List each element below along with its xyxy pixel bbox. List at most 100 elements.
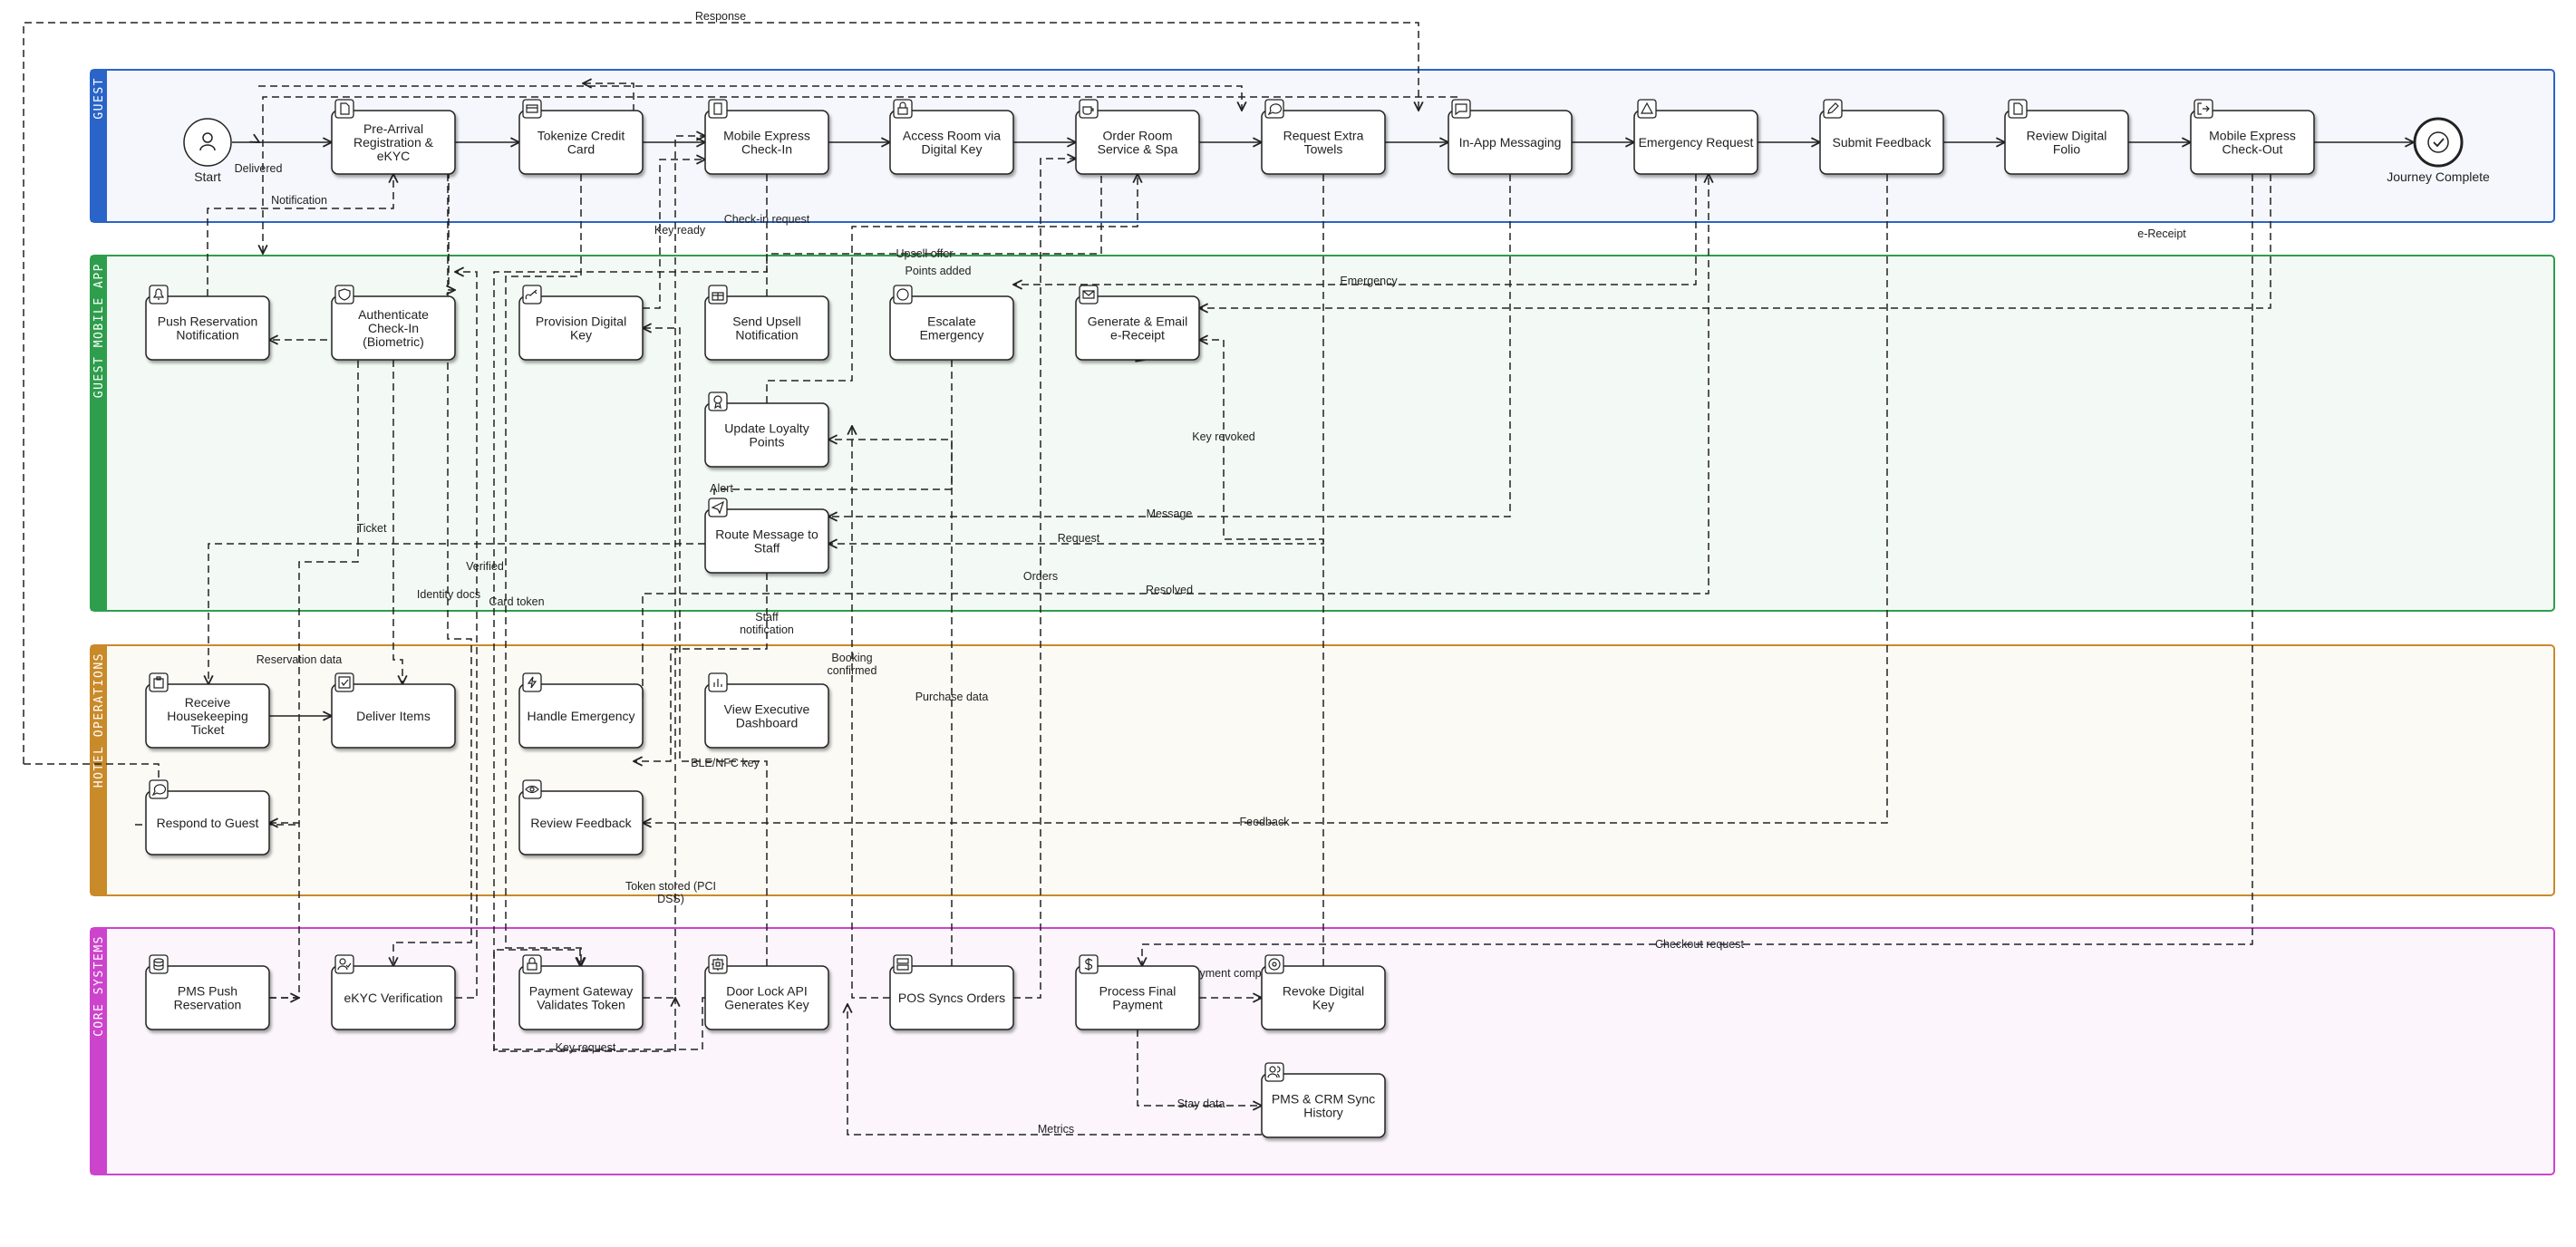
edge-label: Metrics	[1038, 1123, 1074, 1136]
task-label: Notification	[176, 328, 238, 343]
edge: Ticket	[208, 522, 705, 684]
task-label: Mobile Express	[723, 129, 810, 143]
task-label: Check-Out	[2223, 142, 2283, 157]
edge-label: confirmed	[828, 664, 877, 677]
task-label: Housekeeping	[167, 709, 248, 723]
task-label: Notification	[735, 328, 798, 343]
task-label: PMS Push	[178, 984, 237, 999]
edge: Emergency	[1013, 174, 1697, 287]
circle-icon	[893, 285, 913, 304]
event-label: Start	[194, 169, 221, 184]
task-label: Card	[567, 142, 595, 157]
event-start: Start	[183, 118, 232, 184]
task-label: Key	[1312, 998, 1334, 1012]
mail-icon	[1079, 285, 1099, 304]
edge: BLE/NFC key	[643, 328, 768, 966]
user-icon	[199, 132, 216, 151]
event-end: Journey Complete	[2387, 117, 2490, 184]
edge-label: Identity docs	[417, 588, 480, 601]
task-label: Digital Key	[922, 142, 983, 157]
edge-label: Emergency	[1340, 275, 1398, 287]
task-label: Ticket	[191, 722, 225, 737]
task-label: Request Extra	[1283, 129, 1364, 143]
task-label: Emergency	[920, 328, 984, 343]
credit-card-icon	[522, 99, 542, 119]
edge-label: Orders	[1023, 570, 1058, 583]
edge-label: Stay data	[1177, 1097, 1225, 1110]
users-icon	[1264, 1062, 1284, 1082]
task-label: eKYC	[377, 149, 411, 163]
edge-label: Points added	[905, 265, 972, 277]
task-label: Pre-Arrival	[363, 121, 423, 136]
alert-icon	[1637, 99, 1657, 119]
send-icon	[708, 498, 728, 517]
task-label: Escalate	[927, 314, 976, 329]
task-label: Staff	[754, 541, 780, 556]
task-label: POS Syncs Orders	[898, 991, 1005, 1005]
edge: Verified	[455, 272, 504, 999]
task-feedback: Submit Feedback	[1819, 99, 1944, 175]
bolt-icon	[522, 672, 542, 692]
edge-label: Feedback	[1240, 816, 1291, 828]
edge-label: e-Receipt	[2137, 227, 2186, 240]
task-label: Payment	[1112, 998, 1162, 1012]
task-label: Points	[750, 435, 785, 450]
logout-icon	[2193, 99, 2213, 119]
edge	[583, 83, 634, 111]
edge-label: Notification	[271, 194, 327, 207]
task-label: Submit Feedback	[1833, 135, 1932, 150]
dollar-icon	[1079, 954, 1099, 974]
edge-label: Check-in request	[724, 213, 810, 226]
task-label: Route Message to	[715, 527, 818, 542]
shield-icon	[334, 285, 354, 304]
edge: Notification	[207, 174, 393, 296]
gift-icon	[708, 285, 728, 304]
edge: Metrics	[847, 1004, 1262, 1136]
edge: Identity docs	[393, 174, 480, 966]
edge: Message	[828, 174, 1511, 520]
edge-label: Resolved	[1146, 584, 1193, 596]
task-label: Access Room via	[903, 129, 1001, 143]
task-deliver: Deliver Items	[331, 672, 456, 749]
phone-icon	[708, 99, 728, 119]
edge-label: Key request	[556, 1041, 616, 1054]
edge-label: Request	[1058, 532, 1100, 545]
lane-title: CORE SYSTEMS	[92, 935, 106, 1037]
task-pos: POS Syncs Orders	[889, 954, 1014, 1030]
task-label: Check-In	[741, 142, 792, 157]
eye-icon	[522, 779, 542, 799]
task-label: Registration &	[353, 135, 434, 150]
edge: Request	[828, 174, 1324, 545]
task-label: Order Room	[1102, 129, 1172, 143]
clipboard-icon	[149, 672, 169, 692]
task-emergency-req: Emergency Request	[1633, 99, 1758, 175]
file-icon	[2008, 99, 2028, 119]
edge: Card token	[489, 174, 581, 966]
task-handle-emerg: Handle Emergency	[518, 672, 644, 749]
lock-icon	[522, 954, 542, 974]
pencil-icon	[1823, 99, 1843, 119]
task-label: Send Upsell	[732, 314, 801, 329]
task-label: Authenticate	[358, 307, 429, 322]
server-icon	[893, 954, 913, 974]
bar-chart-icon	[708, 672, 728, 692]
edge-label: Payment complete	[1186, 967, 1280, 980]
edge-label: Delivered	[235, 162, 283, 175]
task-label: Check-In	[368, 321, 419, 335]
task-label: Towels	[1304, 142, 1343, 157]
task-label: Revoke Digital	[1283, 984, 1364, 999]
